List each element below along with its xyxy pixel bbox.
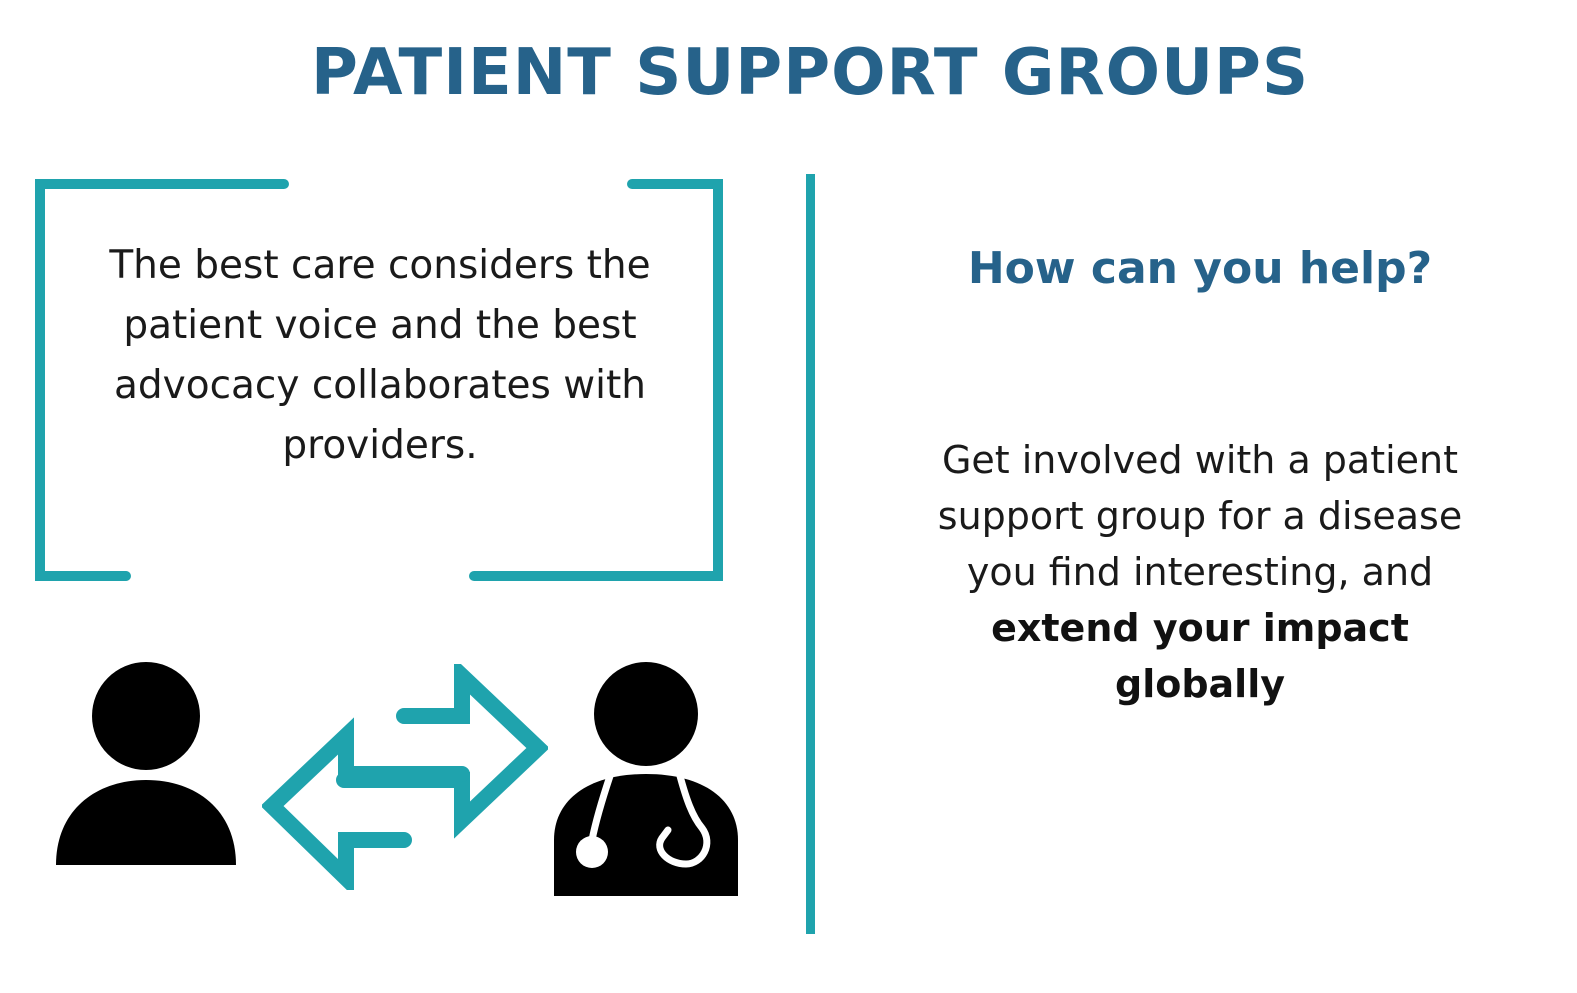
quote-bracket-frame xyxy=(35,179,723,581)
help-body-text: Get involved with a patient support grou… xyxy=(937,438,1463,594)
help-heading: How can you help? xyxy=(967,243,1433,294)
quote-text: The best care considers the patient voic… xyxy=(109,243,651,468)
exchange-arrows-icon xyxy=(262,664,548,890)
doctor-icon xyxy=(554,662,738,896)
help-body: Get involved with a patient support grou… xyxy=(920,432,1480,712)
help-body-emphasis: extend your impact globally xyxy=(991,606,1409,706)
vertical-divider xyxy=(806,174,815,934)
page-title: PATIENT SUPPORT GROUPS xyxy=(310,36,1310,110)
patient-icon xyxy=(56,662,236,865)
